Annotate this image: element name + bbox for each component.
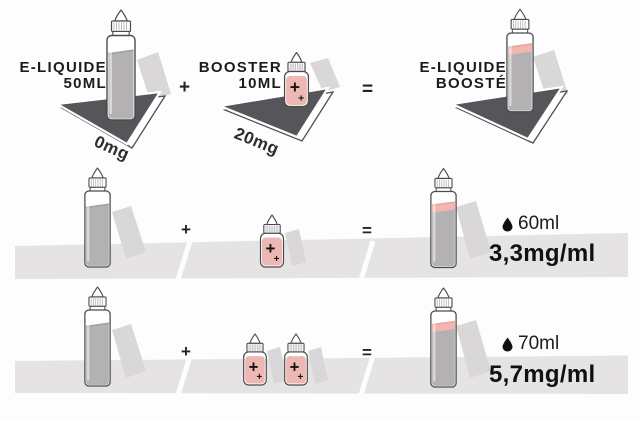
band-gap (357, 355, 376, 399)
row3-volume-text: 70ml (518, 333, 560, 354)
band-gap (174, 355, 193, 399)
label-booster-line1: BOOSTER (198, 59, 282, 76)
label-eliquide-50ml: E-LIQUIDE 50ML (13, 60, 107, 91)
label-result-line1: E-LIQUIDE (419, 59, 507, 76)
row2-nicotine-strength: 3,3mg/ml (489, 240, 596, 267)
row3-bottle-result (431, 288, 456, 387)
row3-bottle-eliquide (85, 287, 110, 386)
label-booster-line2: 10ML (238, 74, 282, 92)
band-gap (357, 240, 376, 284)
droplet-icon (502, 217, 513, 231)
label-booster-10ml: BOOSTER 10ML (188, 60, 282, 91)
bottle-eliquide-50ml (107, 10, 135, 120)
plus-sign-header: + (179, 77, 191, 98)
row2-bottle-booster (259, 214, 285, 268)
row2-bottle-result (431, 169, 456, 268)
equals-sign-header: = (362, 79, 374, 100)
row2-bottle-eliquide (85, 168, 110, 267)
label-eliquide-line2: 50ML (63, 74, 107, 92)
row3-plus-sign: + (181, 342, 191, 361)
row2-plus-sign: + (181, 220, 191, 239)
row3-nicotine-strength: 5,7mg/ml (489, 361, 596, 388)
row3-equals-sign: = (362, 343, 372, 362)
bottle-eliquide-booste (507, 9, 533, 112)
label-eliquide-booste: E-LIQUIDE BOOSTÉ (413, 60, 507, 91)
row2-volume-text: 60ml (518, 213, 560, 234)
label-result-line2: BOOSTÉ (435, 74, 507, 92)
label-eliquide-line1: E-LIQUIDE (19, 59, 107, 76)
bottle-booster-10ml (283, 51, 310, 108)
row2-volume: 60ml (502, 213, 559, 235)
row2-equals-sign: = (362, 221, 372, 240)
band-gap (174, 240, 193, 284)
row3-volume: 70ml (502, 333, 559, 355)
row3-bottle-booster-2 (284, 333, 308, 386)
droplet-icon (502, 337, 513, 351)
row3-bottle-booster-1 (243, 333, 267, 386)
